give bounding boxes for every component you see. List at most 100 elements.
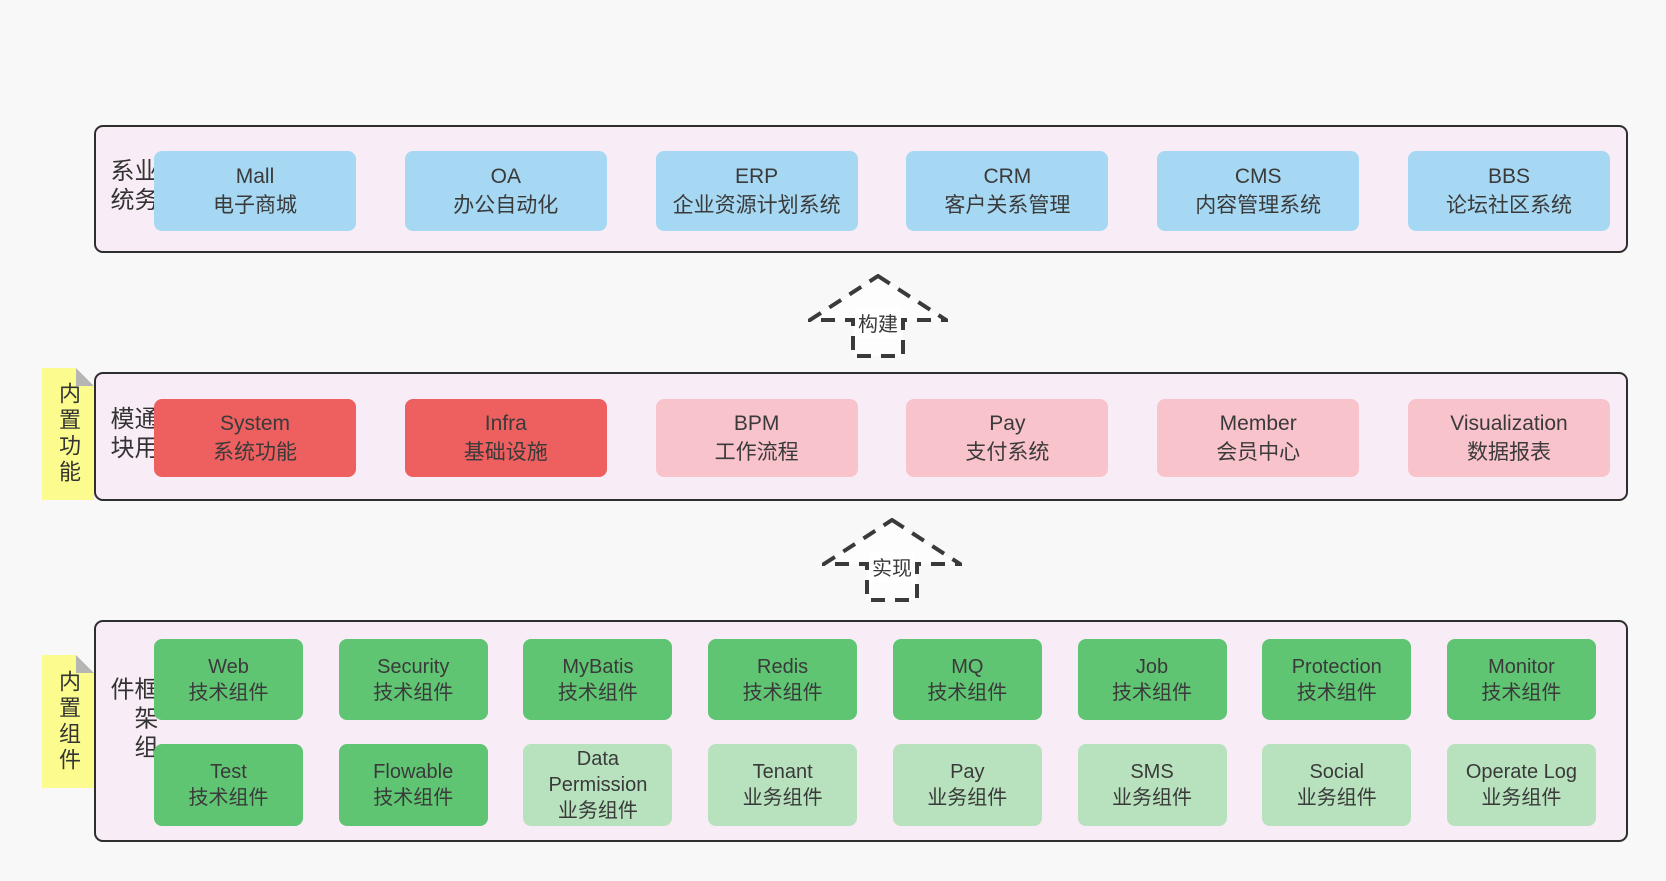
box-mybatis: MyBatis 技术组件 [523, 639, 673, 720]
box-flowable-desc: 技术组件 [373, 787, 454, 809]
box-bpm: BPM 工作流程 [655, 399, 858, 477]
box-social: Social 业务组件 [1262, 744, 1412, 826]
box-mq-desc: 技术组件 [927, 681, 1008, 704]
box-cms-name: CMS [1234, 165, 1282, 188]
section-framework-components: 框架组件 Web 技术组件 Security 技术组件 MyBatis 技术组件… [94, 620, 1628, 842]
box-flowable: Flowable 技术组件 [338, 744, 488, 826]
box-tenant-name: Tenant [752, 761, 813, 783]
box-mq: MQ 技术组件 [892, 639, 1042, 720]
box-pay-component: Pay 业务组件 [892, 744, 1042, 826]
box-flowable-name: Flowable [373, 761, 454, 783]
box-pay-module-desc: 支付系统 [965, 441, 1050, 464]
section-framework-components-label: 框架组件 [106, 676, 157, 764]
box-pay-module: Pay 支付系统 [906, 399, 1109, 477]
box-test: Test 技术组件 [154, 744, 303, 826]
box-test-name: Test [210, 761, 247, 783]
box-monitor: Monitor 技术组件 [1446, 639, 1596, 720]
box-web-name: Web [208, 655, 249, 678]
box-bbs-name: BBS [1487, 165, 1530, 188]
box-oa-name: OA [490, 165, 521, 188]
box-pay-module-name: Pay [989, 412, 1026, 435]
build-arrow-label: 构建 [855, 307, 901, 338]
box-visualization: Visualization 数据报表 [1407, 399, 1610, 477]
box-erp-name: ERP [735, 165, 779, 188]
box-infra-name: Infra [484, 412, 527, 435]
box-job-name: Job [1135, 655, 1169, 678]
box-sms: SMS 业务组件 [1077, 744, 1227, 826]
box-member-name: Member [1219, 412, 1297, 435]
section-business-systems-label: 业务系统 [106, 158, 157, 216]
box-monitor-desc: 技术组件 [1481, 681, 1562, 704]
box-sms-name: SMS [1130, 761, 1174, 783]
box-redis-name: Redis [757, 655, 809, 678]
common-modules-row: System 系统功能 Infra 基础设施 BPM 工作流程 Pay 支付系统… [154, 399, 1610, 477]
box-tenant-desc: 业务组件 [742, 787, 823, 809]
box-data-permission-desc: 业务组件 [557, 800, 638, 822]
framework-row-1: Web 技术组件 Security 技术组件 MyBatis 技术组件 Redi… [154, 639, 1596, 720]
box-protection: Protection 技术组件 [1262, 639, 1412, 720]
box-member-desc: 会员中心 [1216, 441, 1301, 464]
box-security: Security 技术组件 [338, 639, 488, 720]
box-mybatis-desc: 技术组件 [557, 681, 638, 704]
box-job: Job 技术组件 [1077, 639, 1227, 720]
box-test-desc: 技术组件 [188, 787, 269, 809]
box-job-desc: 技术组件 [1112, 681, 1193, 704]
box-operate-log-name: Operate Log [1465, 761, 1578, 783]
box-social-desc: 业务组件 [1296, 787, 1377, 809]
box-system-name: System [219, 412, 290, 435]
sticky-note-label: 内置功能 [56, 382, 81, 486]
box-pay-component-desc: 业务组件 [927, 787, 1008, 809]
box-web: Web 技术组件 [154, 639, 303, 720]
box-monitor-name: Monitor [1488, 655, 1555, 678]
box-cms: CMS 内容管理系统 [1157, 151, 1360, 231]
box-data-permission: Data Permission 业务组件 [523, 744, 673, 826]
box-crm-name: CRM [983, 165, 1032, 188]
box-member: Member 会员中心 [1157, 399, 1360, 477]
box-visualization-name: Visualization [1450, 412, 1568, 435]
box-redis: Redis 技术组件 [708, 639, 858, 720]
box-operate-log: Operate Log 业务组件 [1446, 744, 1596, 826]
box-mall-name: Mall [235, 165, 275, 188]
box-sms-desc: 业务组件 [1112, 787, 1193, 809]
box-protection-name: Protection [1291, 655, 1382, 678]
box-mybatis-name: MyBatis [562, 655, 634, 678]
implement-arrow: 实现 [822, 518, 962, 602]
box-bbs: BBS 论坛社区系统 [1407, 151, 1610, 231]
box-erp: ERP 企业资源计划系统 [655, 151, 858, 231]
sticky-note-label: 内置组件 [56, 669, 81, 774]
section-business-systems: 业务系统 Mall 电子商城 OA 办公自动化 ERP 企业资源计划系统 CRM… [94, 125, 1628, 253]
box-visualization-desc: 数据报表 [1466, 441, 1551, 464]
sticky-note-builtin-features: 内置功能 [42, 368, 94, 500]
box-web-desc: 技术组件 [188, 681, 269, 704]
box-crm: CRM 客户关系管理 [906, 151, 1109, 231]
box-operate-log-desc: 业务组件 [1481, 787, 1562, 809]
box-oa: OA 办公自动化 [404, 151, 607, 231]
sticky-note-builtin-components: 内置组件 [42, 655, 94, 788]
box-security-name: Security [377, 655, 450, 678]
box-system: System 系统功能 [154, 399, 356, 477]
box-mq-name: MQ [951, 655, 984, 678]
box-infra-desc: 基础设施 [463, 441, 548, 464]
box-redis-desc: 技术组件 [742, 681, 823, 704]
box-social-name: Social [1309, 761, 1364, 783]
box-mall: Mall 电子商城 [154, 151, 356, 231]
box-tenant: Tenant 业务组件 [708, 744, 858, 826]
implement-arrow-label: 实现 [869, 551, 915, 582]
box-crm-desc: 客户关系管理 [944, 194, 1071, 217]
box-oa-desc: 办公自动化 [453, 194, 559, 217]
box-system-desc: 系统功能 [213, 441, 297, 464]
box-infra: Infra 基础设施 [404, 399, 607, 477]
business-systems-row: Mall 电子商城 OA 办公自动化 ERP 企业资源计划系统 CRM 客户关系… [154, 151, 1610, 231]
section-common-modules: 通用模块 System 系统功能 Infra 基础设施 BPM 工作流程 Pay… [94, 372, 1628, 501]
box-bbs-desc: 论坛社区系统 [1445, 194, 1572, 217]
build-arrow: 构建 [808, 274, 948, 358]
framework-row-2: Test 技术组件 Flowable 技术组件 Data Permission … [154, 744, 1596, 826]
box-erp-desc: 企业资源计划系统 [672, 194, 841, 217]
box-data-permission-name: Data Permission [548, 748, 648, 796]
box-pay-component-name: Pay [950, 761, 985, 783]
box-cms-desc: 内容管理系统 [1195, 194, 1322, 217]
section-common-modules-label: 通用模块 [106, 405, 157, 464]
box-bpm-desc: 工作流程 [714, 441, 799, 464]
box-bpm-name: BPM [733, 412, 780, 435]
box-security-desc: 技术组件 [373, 681, 454, 704]
